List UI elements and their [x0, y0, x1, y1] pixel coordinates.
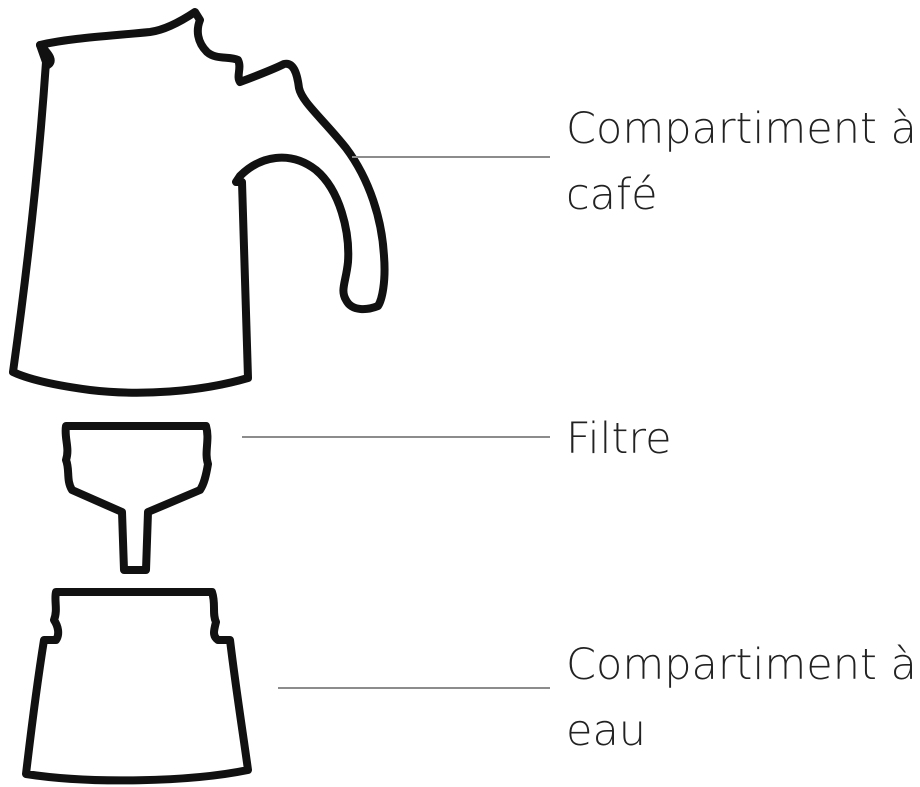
filter-label-text: Filtre [566, 414, 672, 464]
water-compartment-label: Compartiment à eau [566, 632, 917, 764]
water-compartment-label-line2: eau [566, 706, 647, 756]
coffee-compartment-label-line1: Compartiment à [566, 104, 917, 154]
filter-drawing [61, 422, 212, 574]
coffee-compartment-spout-edge [36, 41, 55, 70]
filter-label: Filtre [566, 406, 672, 472]
water-compartment-outline [22, 588, 252, 785]
filter-outline [61, 422, 212, 574]
water-compartment-label-line1: Compartiment à [566, 640, 917, 690]
coffee-compartment-drawing [9, 8, 389, 397]
coffee-compartment-label: Compartiment à café [566, 96, 917, 228]
water-compartment-drawing [22, 588, 252, 785]
coffee-compartment-label-line2: café [566, 170, 658, 220]
coffee-compartment-outline [9, 8, 389, 397]
